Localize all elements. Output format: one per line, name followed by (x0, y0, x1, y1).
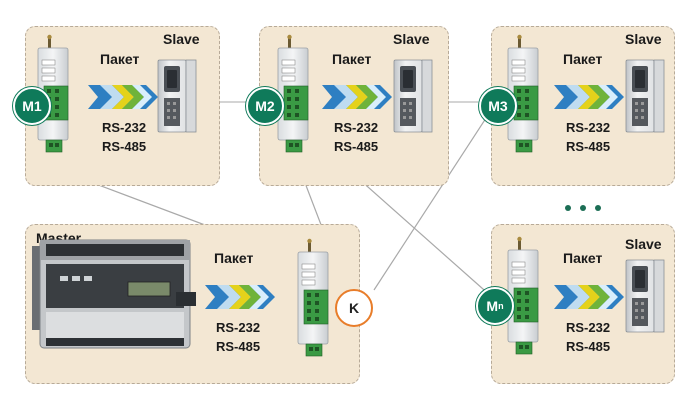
packet-arrow-icon (554, 85, 624, 109)
packet-label: Пакет (214, 250, 254, 266)
packet-arrow-icon (88, 85, 158, 109)
interface-rs485: RS-485 (334, 139, 379, 154)
interface-rs232: RS-232 (102, 120, 147, 135)
din-rail-modem-icon (277, 34, 309, 153)
node-mn-subscript: n (498, 301, 504, 311)
packet-arrow-icon (205, 285, 275, 309)
interface-rs485: RS-485 (102, 139, 147, 154)
interface-rs485: RS-485 (566, 339, 611, 354)
packet-label: Пакет (332, 51, 372, 67)
serial-device-icon (625, 259, 665, 333)
packet-label: Пакет (563, 250, 603, 266)
interface-rs232: RS-232 (566, 120, 611, 135)
slave-label: Slave (393, 31, 430, 47)
din-rail-modem-icon (297, 238, 329, 357)
slave-label: Slave (163, 31, 200, 47)
interface-rs232: RS-232 (216, 320, 261, 335)
packet-label: Пакет (563, 51, 603, 67)
plc-controller-icon (32, 239, 196, 349)
packet-arrow-icon (554, 285, 624, 309)
node-m1: M1 (13, 87, 51, 125)
node-m2: M2 (246, 87, 284, 125)
packet-arrow-icon (322, 85, 392, 109)
node-k: K (335, 289, 373, 327)
slave-label: Slave (625, 236, 662, 252)
link-m3-k (373, 111, 491, 291)
node-m3: M3 (479, 87, 517, 125)
din-rail-modem-icon (507, 236, 539, 355)
slave-label: Slave (625, 31, 662, 47)
serial-device-icon (157, 59, 197, 133)
serial-device-icon (393, 59, 433, 133)
node-mn-label: M (486, 298, 499, 314)
packet-label: Пакет (100, 51, 140, 67)
more-nodes-ellipsis (565, 205, 601, 211)
interface-rs232: RS-232 (334, 120, 379, 135)
interface-rs485: RS-485 (566, 139, 611, 154)
interface-rs485: RS-485 (216, 339, 261, 354)
interface-rs232: RS-232 (566, 320, 611, 335)
serial-device-icon (625, 59, 665, 133)
